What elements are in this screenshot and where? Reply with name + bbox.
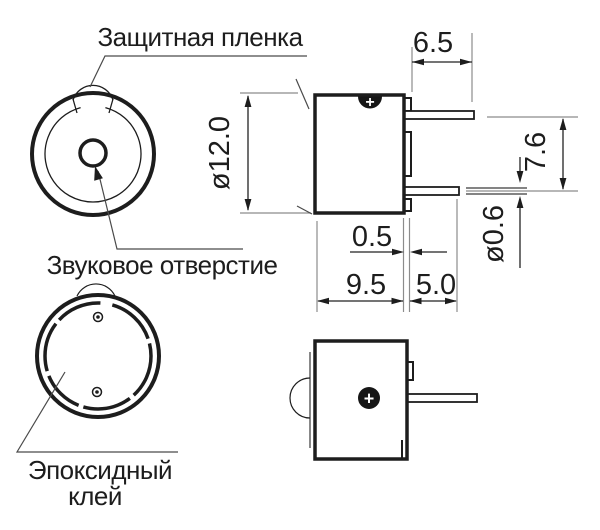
bottom-view-outer-rim	[35, 293, 161, 419]
top-view-outer-rim	[30, 91, 156, 217]
polarity-plus-bottom: +	[364, 389, 375, 409]
side-view-body	[313, 93, 406, 215]
protective-film-bump-bottom	[76, 283, 116, 297]
epoxy-glue-label-line1: Эпоксидный	[28, 455, 172, 485]
pin-hole-bottom	[91, 386, 103, 398]
protective-film-bump	[72, 84, 114, 101]
arrowhead-9.5-left	[317, 297, 329, 305]
arrowhead-7.6-top	[559, 118, 567, 130]
protective-film-tick-bottom	[296, 205, 313, 215]
arrowhead-6.5-right	[460, 58, 472, 66]
dim-plate-offset: 0.5	[352, 221, 392, 253]
dim-top-pin-length: 6.5	[413, 27, 453, 59]
dim-pin-pitch: 7.6	[520, 132, 552, 172]
arrowhead-d12-bottom	[244, 199, 252, 211]
epoxy-glue-ring	[43, 301, 153, 411]
dim-body-diameter: ø12.0	[204, 116, 236, 190]
protective-film-notch	[72, 98, 114, 114]
bottom-side-view: +	[289, 339, 478, 461]
sound-hole-leader-line	[97, 170, 243, 250]
polarity-marker-side	[358, 96, 382, 109]
sound-hole	[78, 138, 108, 168]
sound-hole-arrowhead	[94, 166, 103, 181]
arrowhead-d0.6-down	[516, 171, 524, 183]
arrowhead-9.5-right	[391, 297, 404, 305]
arrowhead-6.5-left	[412, 58, 424, 66]
arrowhead-d0.6-up	[516, 196, 524, 208]
protective-film-leader-line	[89, 55, 307, 88]
epoxy-glue-leader-line	[15, 371, 178, 453]
top-view-inner-rim	[44, 106, 142, 203]
arrowhead-7.6-bottom	[559, 178, 567, 190]
sound-hole-label: Звуковое отверстие	[47, 250, 278, 280]
pin-top	[403, 110, 475, 120]
dim-bottom-pin-length: 5.0	[416, 269, 456, 301]
film-dome	[289, 377, 311, 419]
pin-single	[405, 393, 478, 403]
protective-film-tick-top	[295, 78, 310, 110]
dim-pin-diameter: ø0.6	[478, 205, 510, 263]
arrowhead-5.0-left	[409, 297, 422, 305]
arrowhead-0.5-right-pointing	[392, 248, 404, 256]
arrowhead-d12-top	[244, 95, 252, 107]
pin-hole-top-dot	[96, 315, 100, 319]
side-view: +	[313, 93, 475, 215]
top-view	[30, 84, 156, 217]
dim-body-height: 9.5	[346, 269, 386, 301]
pin-hole-top	[92, 311, 104, 323]
epoxy-glue-label-line2: клей	[68, 481, 122, 511]
pin-hole-bottom-dot	[95, 390, 99, 394]
pin-bottom	[403, 186, 460, 196]
bottom-view	[35, 283, 161, 419]
protective-film-label: Защитная пленка	[97, 22, 303, 52]
polarity-plus-side: +	[365, 94, 374, 111]
polarity-marker-bottom	[358, 387, 380, 409]
arrowhead-0.5-left-pointing	[410, 248, 422, 256]
arrowhead-5.0-right	[445, 297, 457, 305]
